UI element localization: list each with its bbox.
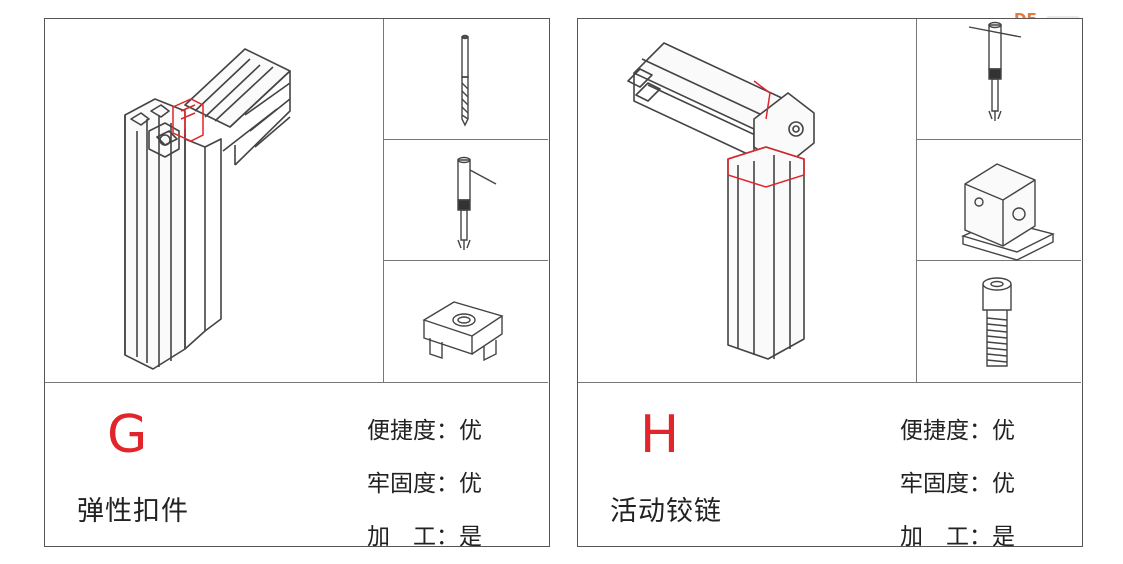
item-letter: G xyxy=(107,405,148,465)
info-panel: H 活动铰链 便捷度：优 牢固度：优 加 工：是 xyxy=(578,383,1081,550)
spring-clip-nut-drawing xyxy=(422,301,504,362)
property-firmness: 牢固度：优 xyxy=(900,471,1015,497)
property-firmness: 牢固度：优 xyxy=(367,471,482,497)
tap-tool-view xyxy=(917,19,1081,140)
card-movable-hinge: H 活动铰链 便捷度：优 牢固度：优 加 工：是 xyxy=(577,18,1083,550)
property-processing: 加 工：是 xyxy=(900,524,1015,550)
tap-tool-drawing xyxy=(968,21,1022,121)
profile-corner-joint-view xyxy=(45,19,384,383)
profile-hinge-joint-view xyxy=(578,19,917,383)
drill-bit-view xyxy=(384,19,548,140)
drill-bit-drawing xyxy=(461,34,469,127)
profile-hinge-joint-drawing xyxy=(627,42,815,360)
item-letter: H xyxy=(640,405,680,465)
hinge-block-drawing xyxy=(960,163,1055,261)
info-panel: G 弹性扣件 便捷度：优 牢固度：优 加 工：是 xyxy=(45,383,548,550)
socket-cap-screw-drawing xyxy=(982,277,1012,367)
card-elastic-clip: G 弹性扣件 便捷度：优 牢固度：优 加 工：是 xyxy=(44,18,550,550)
property-list: 便捷度：优 牢固度：优 加 工：是 xyxy=(367,405,482,564)
profile-corner-joint-drawing xyxy=(124,48,291,370)
socket-cap-screw-view xyxy=(917,262,1081,383)
property-processing: 加 工：是 xyxy=(367,524,482,550)
item-name: 弹性扣件 xyxy=(77,496,189,527)
spring-clip-nut-view xyxy=(384,262,548,383)
item-name: 活动铰链 xyxy=(610,496,722,527)
property-convenience: 便捷度：优 xyxy=(900,418,1015,444)
tap-tool-drawing xyxy=(457,156,497,250)
property-convenience: 便捷度：优 xyxy=(367,418,482,444)
hinge-block-view xyxy=(917,140,1081,261)
tap-tool-view xyxy=(384,140,548,261)
property-list: 便捷度：优 牢固度：优 加 工：是 xyxy=(900,405,1015,564)
